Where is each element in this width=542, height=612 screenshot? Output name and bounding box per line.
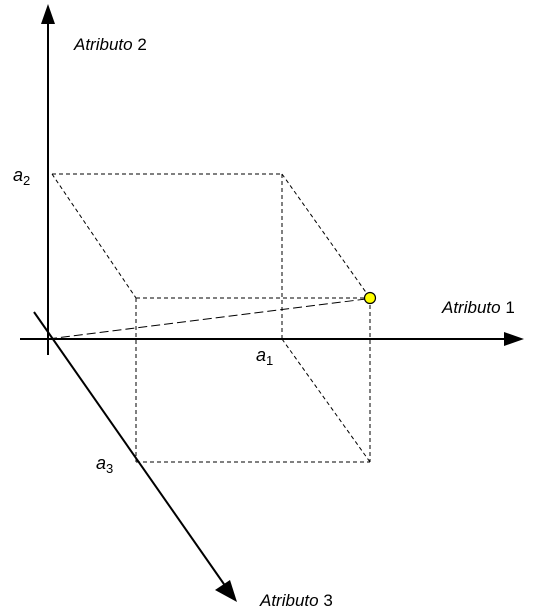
axis-2-arrowhead [41, 4, 55, 24]
box-diag-top-right [281, 173, 371, 299]
tick-label-a1: a1 [256, 345, 273, 368]
data-point [363, 291, 377, 305]
tick-a3-letter: a [96, 453, 106, 473]
axis-1-label-number: 1 [505, 298, 514, 317]
axis-3-line [33, 311, 227, 588]
axis-2-label: Atributo 2 [73, 35, 147, 54]
axis-2-label-number: 2 [137, 35, 146, 54]
tick-a3-index: 3 [106, 461, 113, 476]
origin-to-point-vector [47, 298, 367, 340]
tick-a1-index: 1 [266, 353, 273, 368]
axis-1-arrowhead [504, 332, 524, 346]
axis-1-label: Atributo 1 [441, 298, 515, 317]
tick-a2-letter: a [13, 165, 23, 185]
tick-a1-letter: a [256, 345, 266, 365]
projection-box [51, 173, 371, 463]
tick-label-a3: a3 [96, 453, 113, 476]
axis-1-label-name: Atributo [441, 298, 501, 317]
box-diag-a1 [281, 338, 371, 463]
tick-label-a2: a2 [13, 165, 30, 188]
box-diag-a2 [51, 173, 137, 299]
axis-3-arrowhead [215, 580, 237, 602]
axis-3-label: Atributo 3 [259, 591, 333, 610]
tick-a2-index: 2 [23, 173, 30, 188]
axis-2-label-name: Atributo [73, 35, 133, 54]
axis-3-label-number: 3 [323, 591, 332, 610]
axis-3-label-name: Atributo [259, 591, 319, 610]
